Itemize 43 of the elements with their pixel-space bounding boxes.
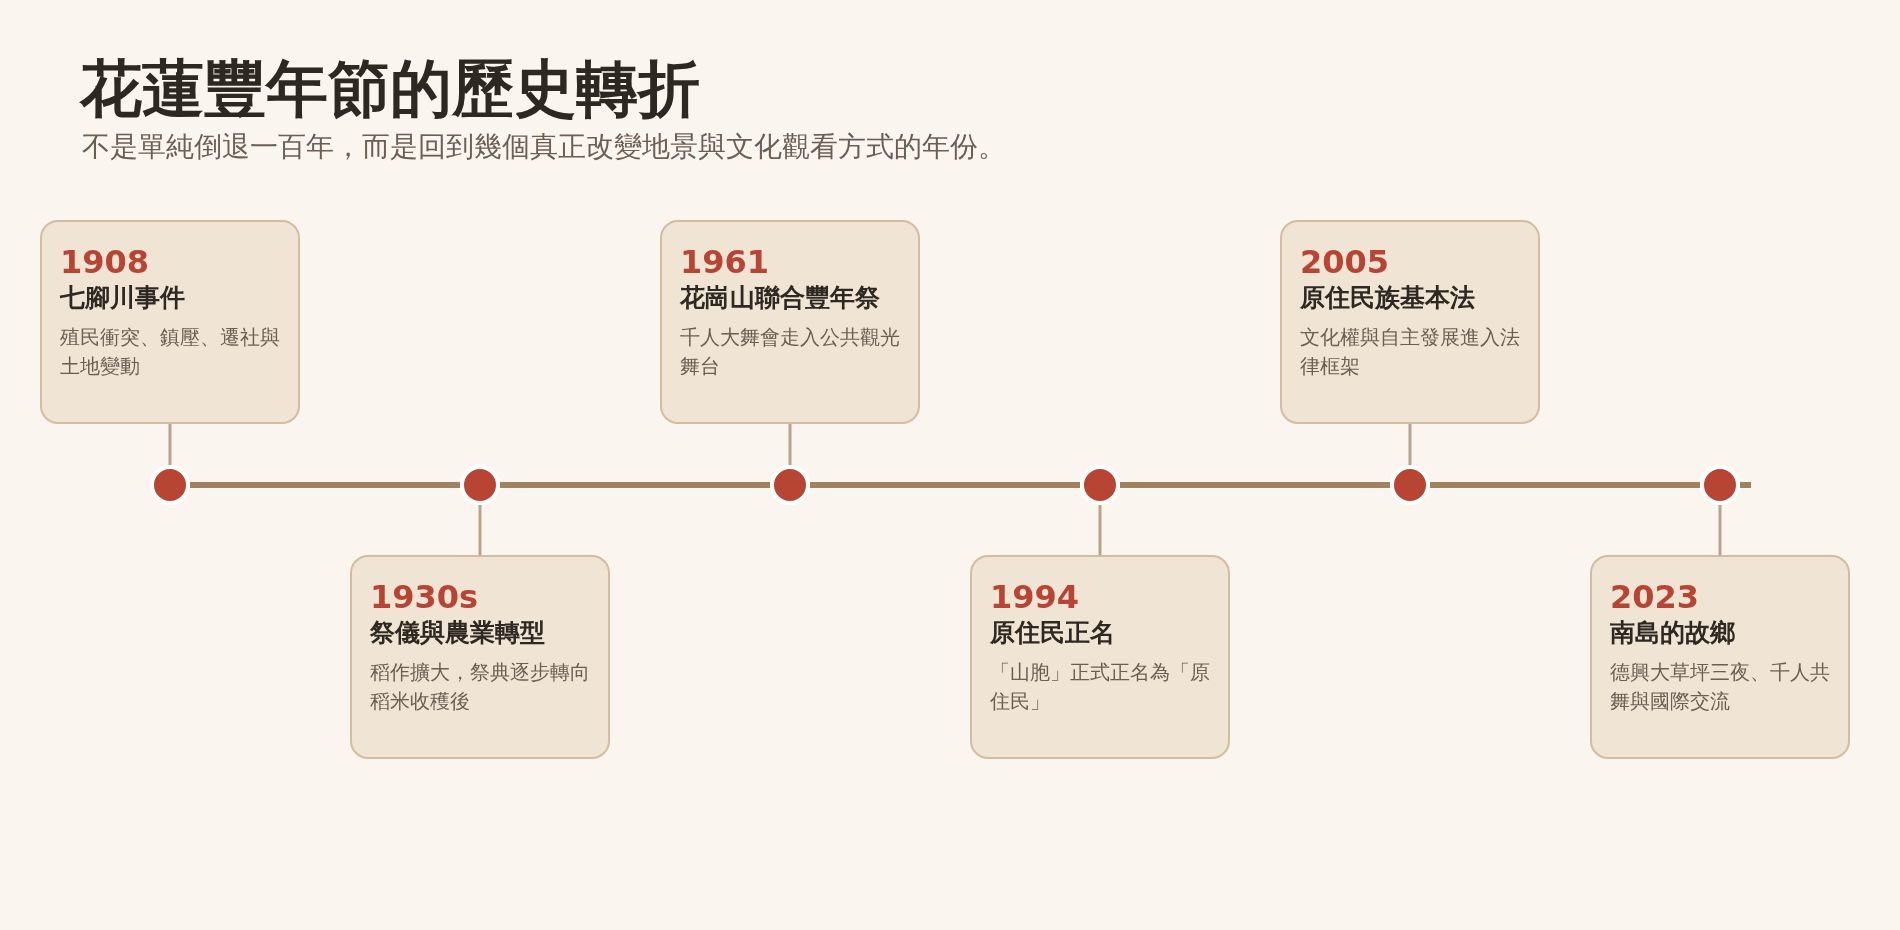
connector-line: [478, 505, 482, 555]
event-description: 德興大草坪三夜、千人共舞與國際交流: [1610, 658, 1831, 715]
event-title: 祭儀與農業轉型: [370, 617, 545, 649]
event-year: 2023: [1610, 577, 1700, 617]
event-year: 1930s: [370, 577, 479, 617]
event-title: 原住民正名: [990, 617, 1115, 649]
title: 花蓮豐年節的歷史轉折: [80, 52, 700, 127]
event-card: [970, 555, 1230, 759]
event-title: 花崗山聯合豐年祭: [680, 282, 880, 314]
timeline-dot: [1389, 464, 1431, 506]
connector-line: [788, 424, 792, 465]
event-year: 2005: [1300, 242, 1390, 282]
connector-line: [1718, 505, 1722, 555]
event-title: 七腳川事件: [60, 282, 185, 314]
event-description: 文化權與自主發展進入法律框架: [1300, 323, 1521, 380]
connector-line: [1098, 505, 1102, 555]
timeline-dot: [1079, 464, 1121, 506]
event-description: 稻作擴大，祭典逐步轉向稻米收穫後: [370, 658, 591, 715]
event-description: 千人大舞會走入公共觀光舞台: [680, 323, 901, 380]
event-title: 原住民族基本法: [1300, 282, 1475, 314]
timeline-line: [1120, 482, 1390, 488]
timeline-line: [1430, 482, 1700, 488]
timeline-dot: [1699, 464, 1741, 506]
event-description: 「山胞」正式正名為「原住民」: [990, 658, 1211, 715]
timeline-line: [500, 482, 770, 488]
connector-line: [168, 424, 172, 465]
timeline-dot: [149, 464, 191, 506]
event-card: [40, 220, 300, 424]
event-year: 1994: [990, 577, 1080, 617]
timeline-dot: [459, 464, 501, 506]
event-card: [350, 555, 610, 759]
event-year: 1961: [680, 242, 770, 282]
event-title: 南島的故鄉: [1610, 617, 1735, 649]
event-description: 殖民衝突、鎮壓、遷社與土地變動: [60, 323, 281, 380]
timeline-line: [810, 482, 1080, 488]
event-year: 1908: [60, 242, 150, 282]
connector-line: [1408, 424, 1412, 465]
timeline-line: [190, 482, 460, 488]
event-card: [660, 220, 920, 424]
timeline-dot: [769, 464, 811, 506]
event-card: [1590, 555, 1850, 759]
event-card: [1280, 220, 1540, 424]
subtitle: 不是單純倒退一百年，而是回到幾個真正改變地景與文化觀看方式的年份。: [82, 130, 1006, 164]
